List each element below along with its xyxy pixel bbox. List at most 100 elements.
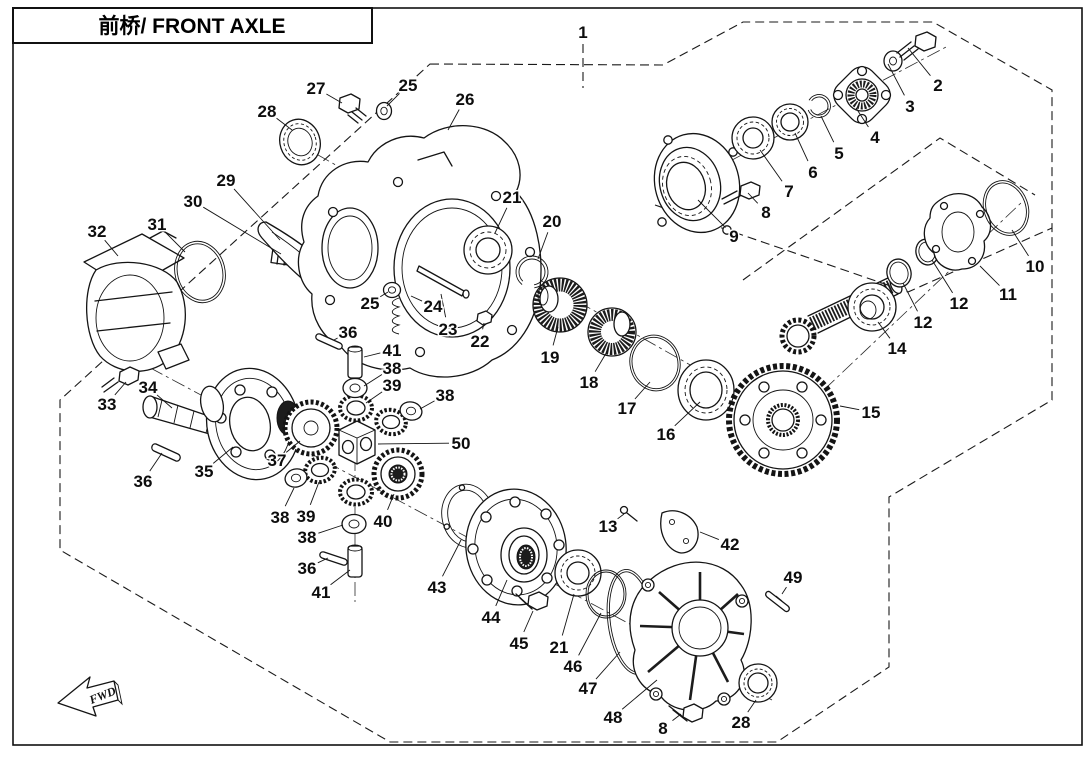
leader-line-41 [363,352,381,358]
part-13-screw [619,505,638,522]
leader-line-25 [386,93,400,107]
leader-line-14 [877,321,891,339]
callout-33: 33 [98,395,117,414]
callout-17: 17 [618,399,637,418]
callout-37: 37 [268,451,287,470]
leader-line-28 [276,117,293,131]
callout-28: 28 [258,102,277,121]
leader-line-47 [595,651,621,680]
leader-line-29 [233,188,281,241]
part-39-spider-gears [303,393,408,507]
callout-34: 34 [139,378,158,397]
leader-line-5 [820,115,835,143]
part-25-washer-lower [382,281,402,299]
part-37-side-gear [276,399,340,457]
callout-1: 1 [578,23,587,42]
callout-13: 13 [599,517,618,536]
part-28-seal-bottom [738,663,778,703]
part-2-bolt [896,31,937,61]
part-12-shim-b [886,258,912,288]
part-48-bearing-cover [629,561,752,711]
callout-14: 14 [888,339,907,358]
callout-24: 24 [424,297,443,316]
leader-line-23 [440,293,447,318]
leader-line-50 [377,442,450,445]
part-40-side-gear [371,447,425,501]
leader-line-6 [794,132,809,162]
callout-25: 25 [361,294,380,313]
callout-29: 29 [217,171,236,190]
callout-30: 30 [184,192,203,211]
callout-45: 45 [510,634,529,653]
callout-26: 26 [456,90,475,109]
leader-line-37 [285,440,301,453]
callout-27: 27 [307,79,326,98]
callout-2: 2 [933,76,942,95]
part-10-oring [982,180,1030,236]
leader-line-39 [309,481,320,505]
leader-line-36 [149,452,163,472]
parts [83,31,1030,723]
leader-line-2 [907,47,931,76]
callout-12: 12 [950,294,969,313]
leader-line-8 [672,713,682,721]
leader-line-32 [104,239,119,257]
callout-4: 4 [870,128,880,147]
callout-36: 36 [298,559,317,578]
leader-line-17 [634,381,651,400]
callout-42: 42 [721,535,740,554]
callout-44: 44 [482,608,501,627]
leader-line-9 [697,199,726,228]
fwd-arrow: FWD [57,676,123,717]
leader-line-26 [447,109,460,131]
leader-line-18 [594,349,609,372]
part-35-diff-case [199,367,301,481]
part-36-pin-left [151,443,181,462]
part-38-washers [284,377,423,535]
callout-41: 41 [312,583,331,602]
leader-line-38 [284,487,295,507]
part-23-rod [416,265,470,299]
part-22-screw [476,310,493,326]
leader-line-12 [931,259,953,294]
callout-labels: 1234567891011121213141516171819202121222… [86,22,1046,740]
leader-line-49 [781,586,787,595]
part-32-actuator [83,230,190,421]
part-14-bearing [847,282,897,332]
leader-line-27 [326,93,343,104]
part-18-coupler [587,307,637,357]
callout-7: 7 [784,182,793,201]
callout-50: 50 [452,434,471,453]
leader-line-16 [674,401,701,427]
callout-31: 31 [148,215,167,234]
callout-21: 21 [503,188,522,207]
leader-line-24 [410,295,423,302]
part-49-pin [765,590,790,613]
leader-line-33 [114,381,127,396]
leader-line-36 [333,337,338,341]
callout-35: 35 [195,462,214,481]
leader-line-38 [318,524,344,534]
callout-47: 47 [579,679,598,698]
callout-43: 43 [428,578,447,597]
callout-21: 21 [550,638,569,657]
leader-line-35 [212,446,234,464]
callout-49: 49 [784,568,803,587]
page-frame: 前桥/ FRONT AXLE [12,7,1083,746]
callout-39: 39 [297,507,316,526]
part-42-bracket [660,510,699,554]
part-27-plug [338,93,367,124]
part-31-oring [174,240,226,304]
callout-38: 38 [271,508,290,527]
leader-line-30 [203,206,282,255]
part-36-pins [315,333,348,566]
callout-11: 11 [999,285,1017,304]
leader-line-34 [156,394,173,409]
callout-18: 18 [580,373,599,392]
leader-line-38 [363,374,383,387]
callout-38: 38 [298,528,317,547]
leader-line-10 [1011,229,1029,257]
part-25-washer-top [375,101,393,121]
leader-line-8 [747,192,759,204]
leader-line-3 [887,63,905,96]
